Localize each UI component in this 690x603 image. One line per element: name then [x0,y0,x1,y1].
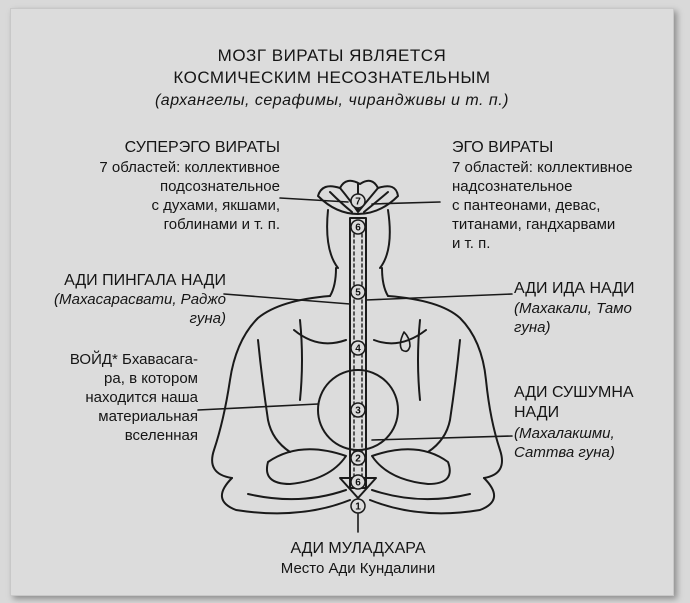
legs-outline [221,477,495,515]
chakra-circle [350,498,366,514]
chakra-number: 7 [355,197,361,208]
chakra-number: 6 [355,223,361,234]
chakra-circle [350,474,366,490]
superego-line-1: 7 областей: коллективное [99,159,280,176]
ida-line-1: (Махакали, Тамо [514,300,632,317]
sushumna-line-3: (Махалакшми, [514,425,615,442]
chakra-circle [350,193,366,209]
pingala-line-1: (Махасарасвати, Раджо [53,291,226,308]
pingala-line-2: гуна) [189,310,227,327]
chakra-circle [350,450,366,466]
chakra-circle [350,284,366,300]
sushumna-line-1: АДИ СУШУМНА [514,384,634,401]
title-line-1: МОЗГ ВИРАТЫ ЯВЛЯЕТСЯ [217,46,447,65]
chakra-markers: 7 6 5 4 3 2 6 1 [350,193,366,514]
ego-heading: ЭГО ВИРАТЫ [452,139,554,156]
chakra-number: 6 [355,478,361,489]
chakra-circle [350,219,366,235]
void-line-5: вселенная [124,427,198,444]
title-line-2: КОСМИЧЕСКИМ НЕСОЗНАТЕЛЬНЫМ [173,68,491,87]
ego-line-1: 7 областей: коллективное [452,159,633,176]
superego-line-2: подсознательное [160,178,280,195]
superego-line-3: с духами, якшами, [151,197,280,214]
chakra-number: 1 [355,502,361,513]
diagram-panel [10,8,674,596]
void-line-2: ра, в котором [104,370,198,387]
sushumna-line-4: Саттва гуна) [514,444,615,461]
void-circle [317,369,399,451]
sushumna-line-2: НАДИ [514,404,560,421]
void-line-4: материальная [98,408,198,425]
chakra-number: 5 [355,288,361,299]
muladhara-subtitle: Место Ади Кундалини [280,560,436,577]
ego-line-2: надсознательное [452,178,573,195]
ida-line-2: гуна) [514,319,551,336]
ida-heading: АДИ ИДА НАДИ [514,280,635,297]
chakra-circle [350,340,366,356]
ego-line-5: и т. п. [452,235,491,252]
ego-line-4: титанами, гандхарвами [452,216,616,233]
void-line-3: находится наша [85,389,198,406]
title-line-3: (архангелы, серафимы, чирандживы и т. п.… [154,92,510,109]
teardrop-icon [399,331,411,353]
chakra-number: 2 [355,454,361,465]
superego-line-4: гоблинами и т. п. [163,216,280,233]
ego-line-3: с пантеонами, девас, [452,197,601,214]
void-line-1: ВОЙД* Бхавасага- [69,351,198,368]
chakra-circle [350,402,366,418]
chakra-number: 3 [355,406,361,417]
superego-heading: СУПЕРЭГО ВИРАТЫ [124,139,280,156]
muladhara-heading: АДИ МУЛАДХАРА [290,540,426,557]
body-outline [211,295,503,479]
pingala-heading: АДИ ПИНГАЛА НАДИ [64,272,226,289]
pointer-lines [197,197,513,533]
head-outline [326,209,391,269]
chakra-number: 4 [355,344,361,355]
